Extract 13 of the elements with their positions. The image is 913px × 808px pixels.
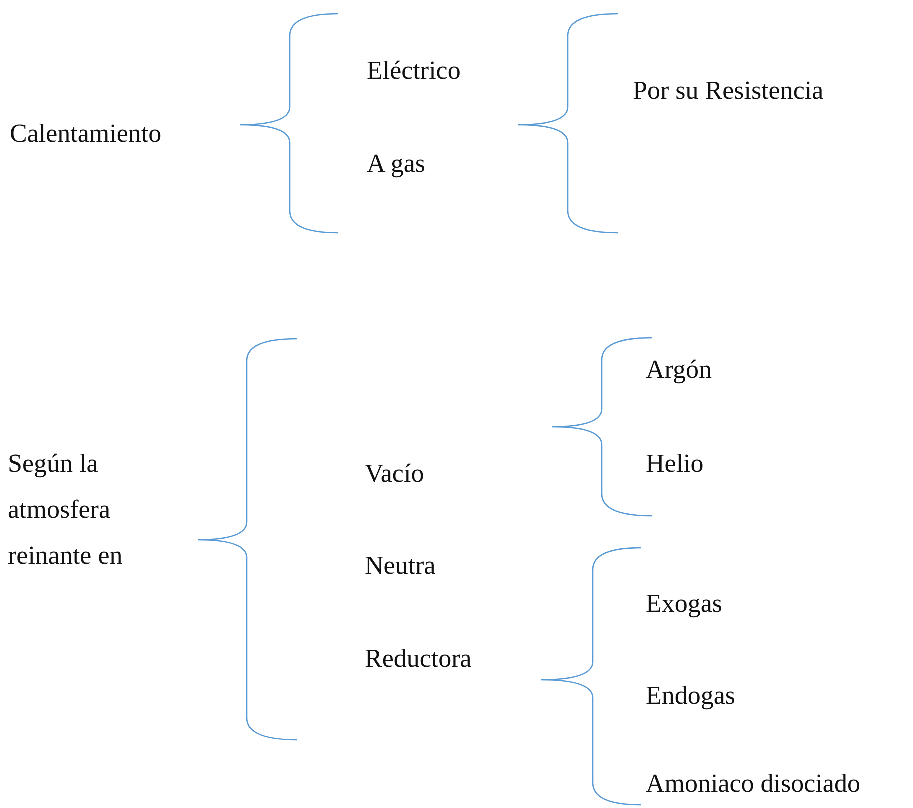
label-text: Por su Resistencia xyxy=(633,75,824,107)
label-text: Amoniaco disociado xyxy=(646,768,860,800)
label-text: Helio xyxy=(646,448,704,480)
label-text: Reductora xyxy=(365,643,472,675)
label-text: Calentamiento xyxy=(10,118,162,150)
label-text: Eléctrico xyxy=(367,55,461,87)
label-text: A gas xyxy=(367,148,426,180)
label-text: Exogas xyxy=(646,588,723,620)
label-text: Según la atmosfera reinante en xyxy=(8,448,124,572)
label-text: Neutra xyxy=(365,550,436,582)
label-text: Argón xyxy=(646,354,712,386)
label-text: Vacío xyxy=(365,458,424,490)
label-text: Endogas xyxy=(646,680,736,712)
